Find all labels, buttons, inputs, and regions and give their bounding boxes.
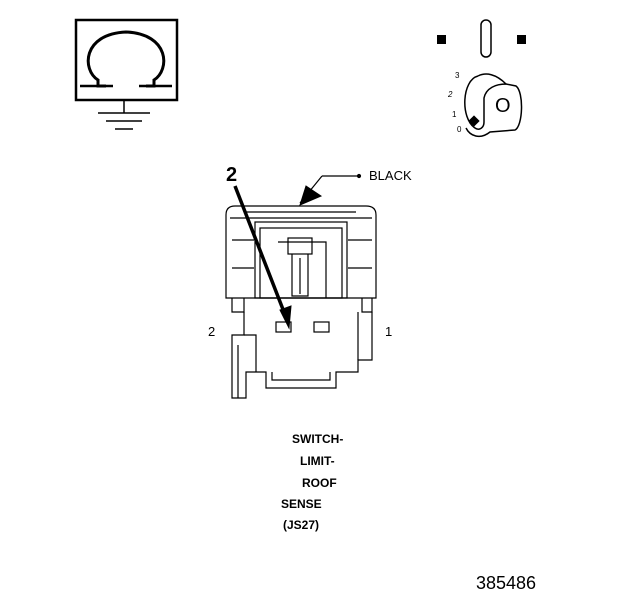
title-line-1: SWITCH- (292, 432, 344, 446)
ignition-position-1: 1 (452, 110, 457, 119)
ignition-key-label: O (495, 95, 511, 117)
black-callout-leader (299, 173, 362, 206)
pin-right-label: 1 (385, 324, 393, 339)
ignition-position-2: 2 (448, 90, 453, 99)
pointer-number-label: 2 (226, 164, 238, 186)
ignition-position-0: 0 (457, 125, 462, 134)
color-callout-label: BLACK (369, 168, 412, 183)
connector-body (225, 205, 377, 399)
title-line-2: LIMIT- (300, 454, 335, 468)
title-line-5: (JS27) (283, 518, 320, 532)
title-line-3: ROOF (302, 476, 337, 490)
pin-pointer-arrow (233, 185, 292, 330)
ignition-key-icon (437, 19, 526, 138)
pin-left-label: 2 (208, 324, 216, 339)
ohm-ground-icon (74, 18, 179, 130)
figure-number: 385486 (476, 573, 537, 593)
ignition-position-3: 3 (455, 71, 460, 80)
title-line-4: SENSE (281, 497, 322, 511)
